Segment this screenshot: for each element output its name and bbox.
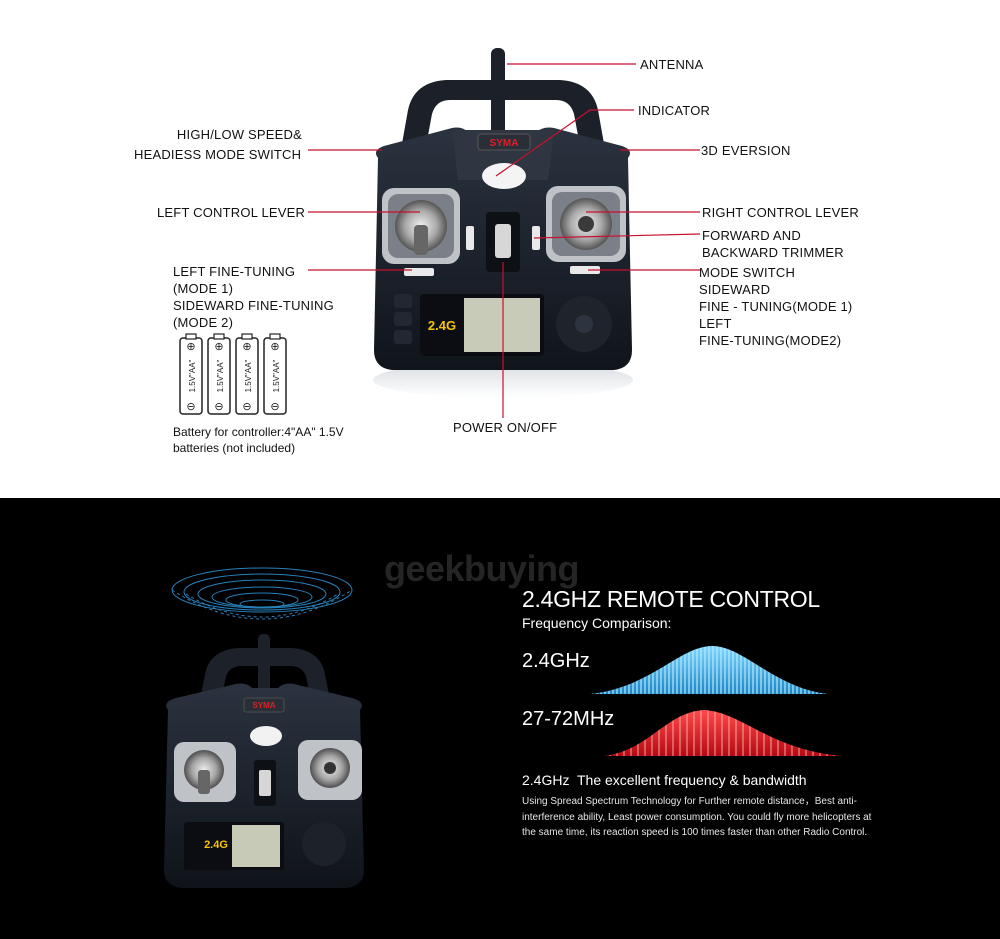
promo-graphics: SYMA 2.4G	[164, 567, 842, 888]
controller-diagram: SYMA 2.4G	[134, 48, 859, 455]
brand-logo: SYMA	[490, 138, 519, 149]
controller-illustration: SYMA 2.4G	[179, 48, 701, 418]
label-trimmer: FORWARD AND BACKWARD TRIMMER	[702, 228, 844, 260]
promo-subtitle: Frequency Comparison:	[522, 615, 672, 631]
label-left-fine-tuning: LEFT FINE-TUNING (MODE 1) SIDEWARD FINE-…	[173, 264, 334, 330]
svg-text:⊕: ⊕	[214, 341, 223, 353]
battery-label: 1.5V"AA"	[272, 359, 281, 392]
promo-body: Using Spread Spectrum Technology for Fur…	[522, 796, 872, 838]
svg-text:⊖: ⊖	[186, 401, 195, 413]
label-mode-switch: MODE SWITCH SIDEWARD FINE - TUNING(MODE …	[699, 265, 853, 348]
svg-text:2.4G: 2.4G	[204, 839, 228, 851]
svg-text:⊖: ⊖	[270, 401, 279, 413]
lcd-badge: 2.4G	[428, 318, 456, 333]
power-switch	[495, 224, 511, 258]
label-power: POWER ON/OFF	[453, 420, 558, 435]
label-antenna: ANTENNA	[640, 57, 704, 72]
indicator-light	[482, 163, 526, 189]
wave-27-72mhz	[604, 710, 842, 756]
label-speed-switch: HIGH/LOW SPEED&	[176, 127, 302, 142]
battery-label: 1.5V"AA"	[216, 359, 225, 392]
label-3d-eversion: 3D EVERSION	[701, 143, 791, 158]
svg-text:⊕: ⊕	[186, 341, 195, 353]
svg-text:⊕: ⊕	[242, 341, 251, 353]
battery-label: 1.5V"AA"	[188, 359, 197, 392]
svg-text:⊖: ⊖	[242, 401, 251, 413]
battery-label: 1.5V"AA"	[244, 359, 253, 392]
watermark-logo: geekbuying	[384, 548, 580, 589]
svg-text:SYMA: SYMA	[252, 701, 275, 710]
batteries-illustration: ⊕ ⊖ ⊕ ⊖ ⊕ ⊖ ⊕ ⊖ 1.5V"AA" 1.5V	[179, 333, 287, 415]
svg-text:⊖: ⊖	[214, 401, 223, 413]
label-left-lever: LEFT CONTROL LEVER	[157, 205, 306, 220]
wave-2-4ghz	[590, 646, 828, 694]
lcd-screen	[464, 298, 540, 352]
signal-wave-icon	[171, 567, 353, 620]
controller-illustration-small: SYMA 2.4G	[164, 634, 364, 888]
label-right-lever: RIGHT CONTROL LEVER	[702, 205, 859, 220]
band-label-2-4ghz: 2.4GHz	[522, 650, 590, 672]
band-label-27-72mhz: 27-72MHz	[522, 708, 615, 730]
svg-text:⊕: ⊕	[270, 341, 279, 353]
label-speed-switch-2: HEADIESS MODE SWITCH	[134, 147, 302, 162]
battery-caption: Battery for controller:4"AA" 1.5V batter…	[173, 425, 344, 455]
label-indicator: INDICATOR	[638, 103, 711, 118]
frequency-promo: SYMA 2.4G geekbuying 2.4GHZ REMOTE CON	[0, 498, 1000, 939]
promo-headline: 2.4GHz The excellent frequency & bandwid…	[522, 772, 807, 788]
promo-title: 2.4GHZ REMOTE CONTROL	[522, 586, 820, 612]
